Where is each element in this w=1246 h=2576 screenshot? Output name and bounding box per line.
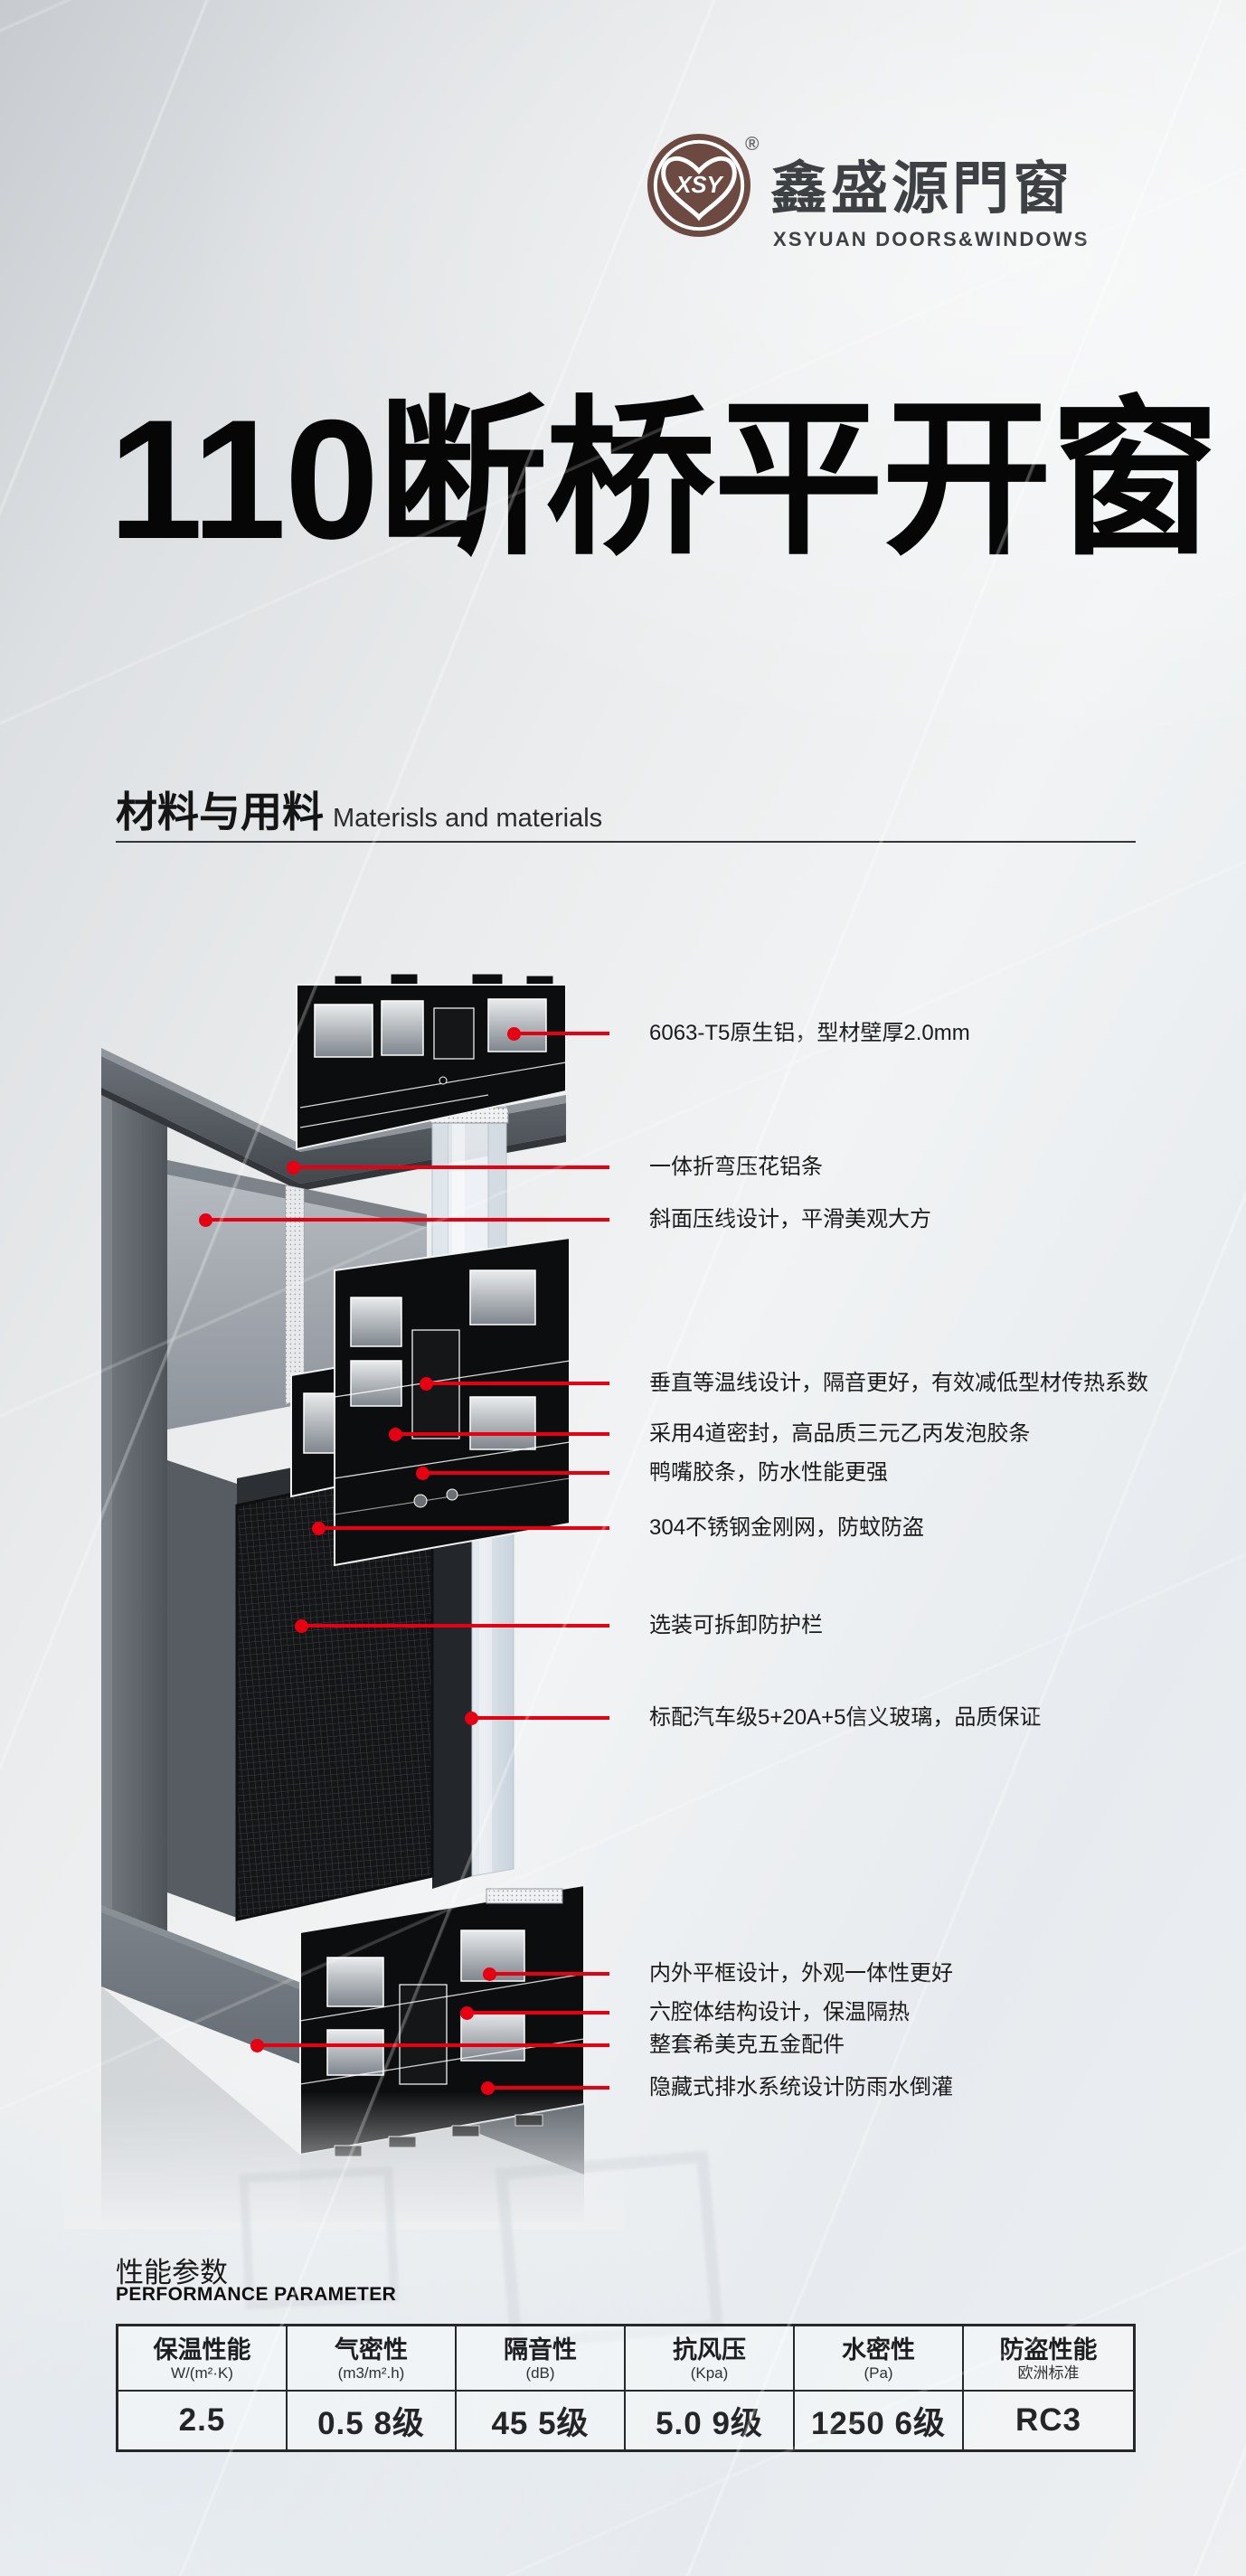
heart-outline bbox=[661, 156, 737, 222]
callout-label: 选装可拆卸防护栏 bbox=[649, 1613, 823, 1637]
callout-label: 采用4道密封，高品质三元乙丙发泡胶条 bbox=[649, 1421, 1031, 1446]
page-title: 110断桥平开窗 bbox=[109, 384, 1220, 574]
table-header-cell: 保温性能 W/(m²·K) bbox=[118, 2326, 288, 2392]
callout-label: 6063-T5原生铝，型材壁厚2.0mm bbox=[649, 1021, 970, 1045]
brand-name-cn: 鑫盛源門窗 bbox=[770, 157, 1073, 221]
leader-line bbox=[301, 1624, 609, 1628]
leader-line bbox=[471, 1716, 609, 1720]
table-value-cell: 1250 6级 bbox=[795, 2392, 964, 2449]
table-value-cell: 0.5 8级 bbox=[288, 2392, 457, 2449]
table-value-cell: RC3 bbox=[1015, 2402, 1082, 2438]
table-value-cell: 2.5 bbox=[118, 2392, 288, 2449]
leader-line bbox=[422, 1471, 609, 1475]
callout-label: 鸭嘴胶条，防水性能更强 bbox=[649, 1460, 888, 1485]
sash-left-stile bbox=[167, 1460, 237, 1918]
leader-line bbox=[395, 1432, 609, 1436]
frame-head-rim bbox=[101, 1048, 566, 1152]
brand-name-en: XSYUAN DOORS&WINDOWS bbox=[773, 228, 1090, 250]
leader-line bbox=[487, 2086, 609, 2090]
leader-line bbox=[514, 1032, 609, 1035]
callout-label: 标配汽车级5+20A+5信义玻璃，品质保证 bbox=[649, 1705, 1042, 1730]
window-cutaway-figure bbox=[63, 973, 624, 2229]
callout-label: 304不锈钢金刚网，防蚊防盗 bbox=[649, 1515, 925, 1540]
ghost-profile-watermark bbox=[495, 2150, 724, 2350]
table-header-cell: 气密性 (m3/m².h) bbox=[288, 2326, 457, 2392]
leader-line bbox=[257, 2043, 609, 2047]
callout-label: 隐藏式排水系统设计防雨水倒灌 bbox=[649, 2075, 953, 2099]
section-title-en: Materisls and materials bbox=[333, 804, 603, 833]
section-title-cn: 材料与用料 bbox=[116, 788, 324, 835]
leader-line bbox=[489, 1972, 609, 1976]
leader-line bbox=[467, 2011, 609, 2015]
table-header-cell: 隔音性 (dB) bbox=[457, 2326, 626, 2392]
table-value-cell: 5.0 9级 bbox=[626, 2392, 795, 2449]
callout-label: 垂直等温线设计，隔音更好，有效减低型材传热系数 bbox=[649, 1371, 1148, 1395]
lower-glass-unit bbox=[432, 1445, 514, 1889]
middle-cut-profile bbox=[290, 1236, 571, 1567]
top-cut-profile bbox=[296, 973, 567, 1151]
callout-label: 内外平框设计，外观一体性更好 bbox=[649, 1961, 953, 1986]
performance-table: 保温性能 W/(m²·K) 气密性 (m3/m².h) 隔音性 (dB) 抗风压… bbox=[116, 2324, 1136, 2452]
leader-line bbox=[318, 1526, 609, 1530]
leader-line bbox=[426, 1382, 609, 1385]
frame-left-jamb bbox=[101, 1080, 167, 1932]
section-divider bbox=[116, 841, 1136, 843]
callout-label: 斜面压线设计，平滑美观大方 bbox=[649, 1207, 931, 1231]
heart-logo-icon: XSY bbox=[647, 133, 751, 238]
table-header-cell: 水密性 (Pa) bbox=[795, 2326, 964, 2392]
table-value-cell: 45 5级 bbox=[457, 2392, 626, 2449]
table-header-cell: 防盗性能 欧洲标准 bbox=[964, 2326, 1133, 2392]
callout-label: 六腔体结构设计，保温隔热 bbox=[649, 2000, 910, 2024]
leader-line bbox=[293, 1165, 609, 1169]
callout-label: 整套希美克五金配件 bbox=[649, 2033, 845, 2057]
section-header: 材料与用料 Materisls and materials bbox=[116, 779, 1136, 843]
performance-title-cn: 性能参数 bbox=[116, 2257, 228, 2288]
performance-title-en: PERFORMANCE PARAMETER bbox=[116, 2284, 397, 2305]
logo-monogram: XSY bbox=[674, 173, 723, 198]
registered-mark: ® bbox=[745, 134, 760, 155]
leader-line bbox=[205, 1218, 609, 1222]
callout-label: 一体折弯压花铝条 bbox=[649, 1155, 823, 1179]
table-header-cell: 抗风压 (Kpa) bbox=[626, 2326, 795, 2392]
